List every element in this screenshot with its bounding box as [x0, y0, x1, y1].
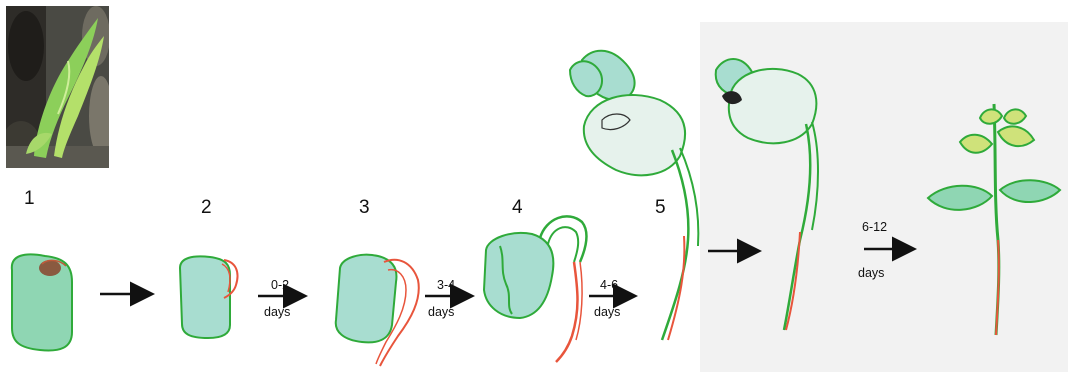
stage-4-seedling	[484, 216, 586, 362]
stage-1-seed	[12, 254, 72, 350]
stage-2-seed	[180, 256, 238, 338]
final-seedling	[928, 104, 1060, 335]
stage-5-seedling-b	[716, 59, 818, 330]
stage-3-seed	[336, 255, 419, 366]
